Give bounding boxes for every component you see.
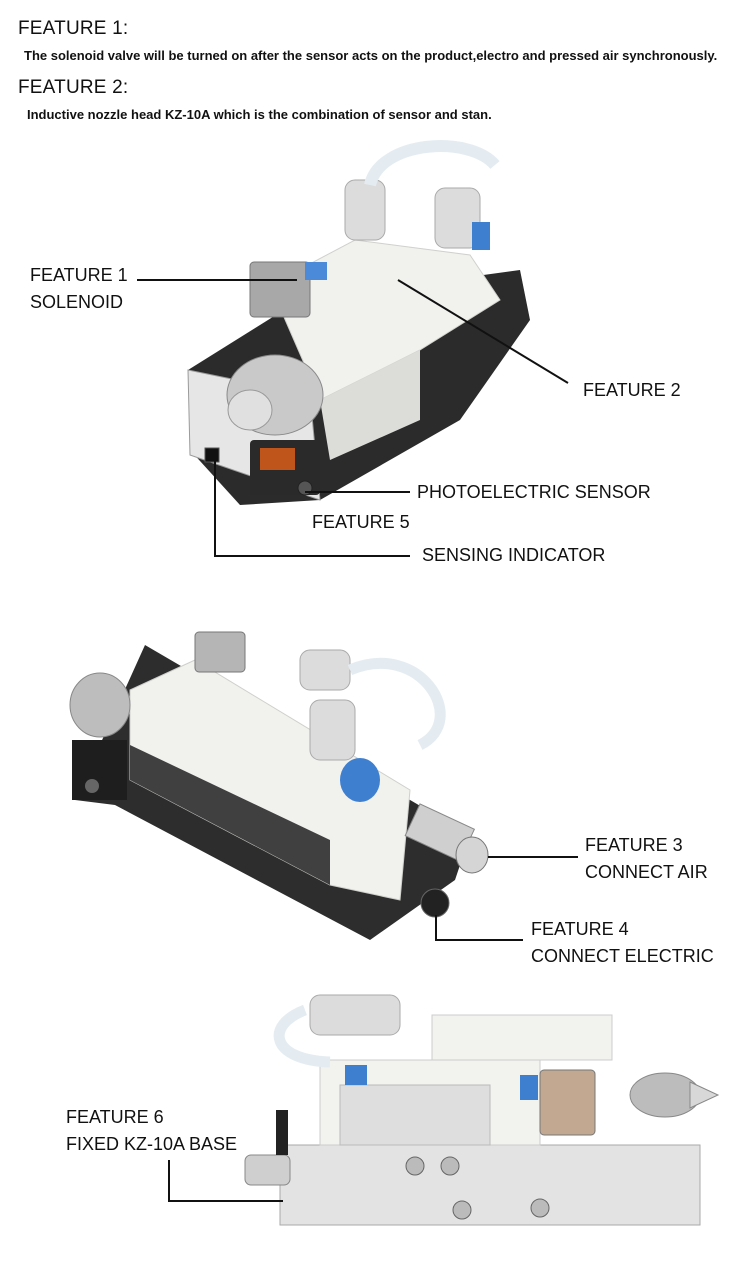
callout-photoelectric-sensor: PHOTOELECTRIC SENSOR: [417, 482, 651, 502]
callout-feature5: FEATURE 5: [312, 512, 410, 532]
callout-feature1-subtitle: SOLENOID: [30, 292, 124, 312]
nozzle-tip-3: [689, 1081, 720, 1109]
valve-body-side: [320, 350, 420, 460]
leader-feature4-horizontal: [435, 939, 523, 941]
callout-feature3-subtitle: CONNECT AIR: [585, 862, 708, 882]
leader-feature6-horizontal: [168, 1200, 283, 1202]
nozzle-tip: [227, 389, 273, 431]
nozzle-head-2: [69, 672, 131, 738]
leader-sensing-indicator-horizontal: [214, 555, 410, 557]
feature1-heading: FEATURE 1:: [18, 18, 129, 39]
steel-base-3: [279, 1144, 701, 1226]
screw-4: [530, 1198, 550, 1218]
callout-feature3: FEATURE 3 CONNECT AIR: [585, 832, 708, 886]
screw-3: [452, 1200, 472, 1220]
feature1-description: The solenoid valve will be turned on aft…: [24, 48, 718, 63]
callout-feature6-subtitle: FIXED KZ-10A BASE: [66, 1134, 238, 1154]
air-inlet-3: [244, 1154, 291, 1186]
air-fitting-right: [434, 187, 481, 249]
leader-feature6-vertical: [168, 1160, 170, 1202]
air-tube: [364, 140, 500, 187]
callout-feature1-title: FEATURE 1: [30, 265, 128, 285]
callout-feature4: FEATURE 4 CONNECT ELECTRIC: [531, 916, 714, 970]
sensor-body-2: [72, 740, 127, 800]
air-fitting-left: [344, 179, 386, 241]
top-cover-3: [431, 1014, 613, 1061]
screw-1: [405, 1156, 425, 1176]
callout-feature4-subtitle: CONNECT ELECTRIC: [531, 946, 714, 966]
air-tube-3: [273, 1004, 331, 1068]
sensing-indicator-led: [204, 447, 220, 463]
callout-feature1: FEATURE 1 SOLENOID: [30, 262, 128, 316]
blue-clip-3: [345, 1065, 367, 1085]
solenoid-block-2: [194, 631, 246, 673]
leader-feature1: [137, 279, 297, 281]
air-fitting-2b: [309, 699, 356, 761]
callout-feature2: FEATURE 2: [583, 380, 681, 400]
leader-sensing-indicator-vertical: [214, 460, 216, 557]
valve-body-2-band: [130, 745, 330, 885]
blue-knob: [472, 222, 490, 250]
callout-sensing-indicator: SENSING INDICATOR: [422, 545, 606, 565]
solenoid-block: [249, 261, 311, 318]
blue-knob-2: [340, 758, 380, 802]
solenoid-block-3: [539, 1069, 596, 1136]
sensor-lens-2: [85, 779, 99, 793]
valve-block-3: [339, 1084, 491, 1146]
air-tube-2: [347, 658, 446, 750]
solenoid-blue-clip: [305, 262, 327, 280]
callout-feature6-title: FEATURE 6: [66, 1107, 164, 1127]
leader-feature4-vertical: [435, 915, 437, 941]
leader-feature3: [488, 856, 578, 858]
callout-feature4-title: FEATURE 4: [531, 919, 629, 939]
feature2-description: Inductive nozzle head KZ-10A which is th…: [27, 107, 492, 122]
callout-feature6: FEATURE 6 FIXED KZ-10A BASE: [66, 1104, 237, 1158]
screw-2: [440, 1156, 460, 1176]
air-inlet-knurl: [455, 836, 489, 874]
blue-knob-3: [520, 1075, 538, 1100]
leader-photo-sensor: [305, 491, 410, 493]
callout-feature3-title: FEATURE 3: [585, 835, 683, 855]
feature2-heading: FEATURE 2:: [18, 77, 129, 98]
air-fitting-3: [309, 994, 401, 1036]
bracket-3: [276, 1110, 288, 1155]
sensor-orange-window: [260, 448, 295, 470]
